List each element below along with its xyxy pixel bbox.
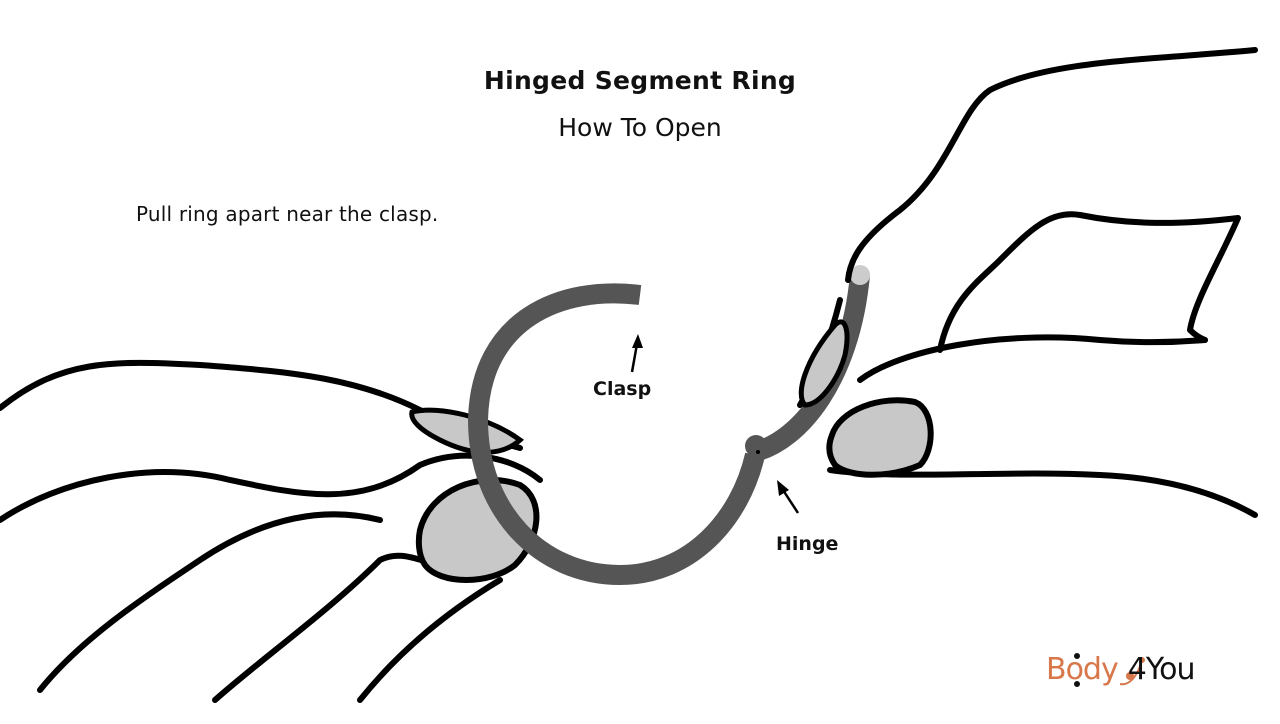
right-upper-nail	[798, 319, 850, 408]
ring-end-cap	[850, 265, 870, 285]
clasp-label: Clasp	[593, 378, 652, 400]
left-hand-palm-line	[357, 577, 503, 703]
right-hand	[797, 47, 1258, 518]
page-subtitle: How To Open	[558, 113, 722, 142]
logo-part-2: 4You	[1127, 652, 1196, 687]
logo-dots	[1074, 653, 1145, 687]
right-hand-thumb	[857, 334, 1208, 383]
left-hand-thumb-top	[0, 452, 543, 523]
right-hand-finger	[937, 211, 1241, 353]
instruction-text: Pull ring apart near the clasp.	[136, 202, 439, 226]
hinge-pin	[756, 450, 760, 454]
right-hand-lower	[827, 467, 1258, 518]
clasp-arrow	[630, 334, 643, 373]
right-thumb-nail	[826, 397, 934, 478]
left-hand-lower	[37, 511, 383, 693]
hinge-label: Hinge	[776, 533, 839, 555]
left-upper-nail	[409, 407, 524, 455]
logo-part-1: Body	[1046, 652, 1119, 687]
ring-main-segment	[467, 283, 765, 586]
right-hand-top	[845, 47, 1258, 283]
hinge-arrow	[777, 480, 800, 514]
page-title: Hinged Segment Ring	[483, 66, 797, 95]
hinge-joint	[745, 435, 767, 457]
